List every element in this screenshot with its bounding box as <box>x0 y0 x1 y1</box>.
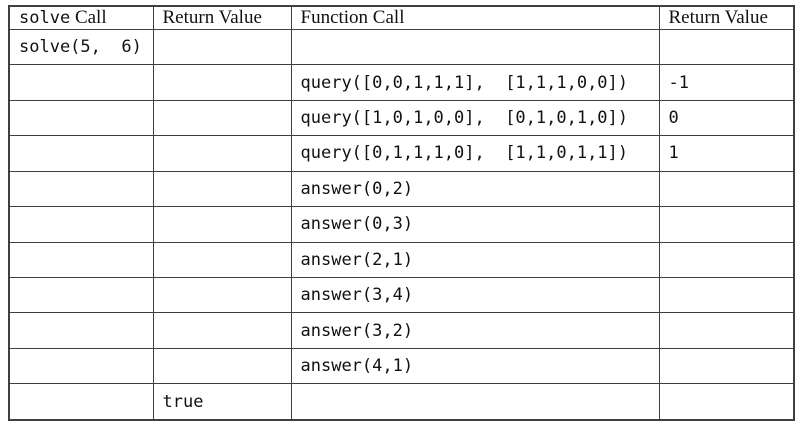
solve-return-value-cell <box>152 241 292 278</box>
function-return-value-cell <box>658 241 795 278</box>
solve-call-cell <box>8 347 154 385</box>
solve-return-value-cell <box>152 135 292 172</box>
function-call-cell: answer(0,2) <box>290 170 660 208</box>
solve-return-value-cell <box>152 312 292 349</box>
call-trace-table: solve Call Return Value Function Call Re… <box>8 5 795 421</box>
function-return-value-cell <box>658 383 795 421</box>
function-call-cell <box>290 28 660 66</box>
function-return-value-cell <box>658 276 795 314</box>
function-call-cell: answer(3,2) <box>290 312 660 349</box>
solve-call-cell <box>8 383 154 421</box>
header-return1-text: Return Value <box>162 7 262 28</box>
header-return2-text: Return Value <box>668 7 768 28</box>
table-row: answer(4,1) <box>8 347 795 385</box>
solve-call-cell <box>8 312 154 349</box>
table-row: query([0,0,1,1,1], [1,1,1,0,0]) -1 <box>8 64 795 101</box>
table-body: solve(5, 6) query([0,0,1,1,1], [1,1,1,0,… <box>8 28 795 421</box>
table-row: query([0,1,1,1,0], [1,1,0,1,1]) 1 <box>8 135 795 172</box>
solve-return-value-cell <box>152 28 292 66</box>
solve-call-cell <box>8 64 154 101</box>
solve-return-value-cell <box>152 170 292 208</box>
header-row: solve Call Return Value Function Call Re… <box>8 5 795 30</box>
function-call-cell: query([0,0,1,1,1], [1,1,1,0,0]) <box>290 64 660 101</box>
solve-call-cell <box>8 276 154 314</box>
table-row: true <box>8 383 795 421</box>
function-return-value-cell <box>658 170 795 208</box>
header-function-call-text: Function Call <box>300 7 405 28</box>
function-call-cell: query([1,0,1,0,0], [0,1,0,1,0]) <box>290 99 660 137</box>
table-row: answer(2,1) <box>8 241 795 278</box>
col-header-function-return-value: Return Value <box>658 5 795 30</box>
solve-return-value-cell <box>152 206 292 243</box>
solve-call-cell <box>8 170 154 208</box>
table-row: answer(3,4) <box>8 276 795 314</box>
table-row: answer(0,2) <box>8 170 795 208</box>
function-return-value-cell <box>658 312 795 349</box>
table-row: solve(5, 6) <box>8 28 795 66</box>
solve-call-cell <box>8 206 154 243</box>
solve-call-cell <box>8 135 154 172</box>
solve-call-cell: solve(5, 6) <box>8 28 154 66</box>
solve-return-value-cell: true <box>152 383 292 421</box>
solve-return-value-cell <box>152 347 292 385</box>
function-call-cell: query([0,1,1,1,0], [1,1,0,1,1]) <box>290 135 660 172</box>
function-call-cell: answer(2,1) <box>290 241 660 278</box>
function-return-value-cell <box>658 206 795 243</box>
table-row: answer(0,3) <box>8 206 795 243</box>
call-trace-table-container: solve Call Return Value Function Call Re… <box>8 5 795 421</box>
col-header-function-call: Function Call <box>290 5 660 30</box>
solve-call-cell <box>8 241 154 278</box>
col-header-solve-call: solve Call <box>8 5 154 30</box>
function-call-cell <box>290 383 660 421</box>
solve-return-value-cell <box>152 276 292 314</box>
solve-return-value-cell <box>152 99 292 137</box>
col-header-solve-return-value: Return Value <box>152 5 292 30</box>
function-return-value-cell: -1 <box>658 64 795 101</box>
table-row: answer(3,2) <box>8 312 795 349</box>
solve-call-cell <box>8 99 154 137</box>
function-return-value-cell: 0 <box>658 99 795 137</box>
function-return-value-cell <box>658 347 795 385</box>
table-row: query([1,0,1,0,0], [0,1,0,1,0]) 0 <box>8 99 795 137</box>
header-solve-call-text: Call <box>70 7 107 28</box>
function-call-cell: answer(4,1) <box>290 347 660 385</box>
header-solve-code-text: solve <box>19 8 71 28</box>
function-call-cell: answer(0,3) <box>290 206 660 243</box>
function-return-value-cell: 1 <box>658 135 795 172</box>
function-return-value-cell <box>658 28 795 66</box>
function-call-cell: answer(3,4) <box>290 276 660 314</box>
solve-return-value-cell <box>152 64 292 101</box>
